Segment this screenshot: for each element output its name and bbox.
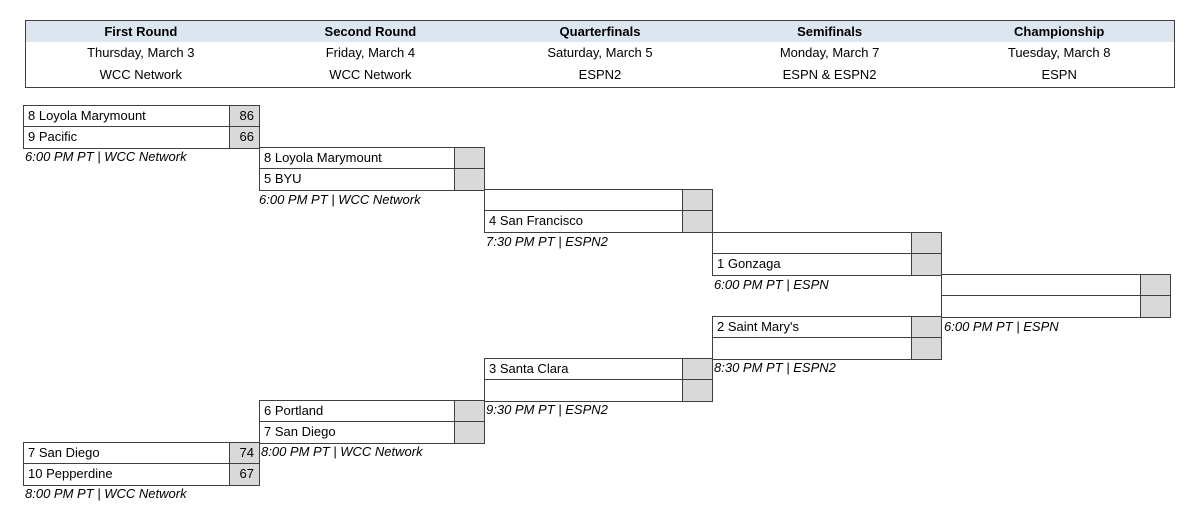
team-score: 67 bbox=[229, 464, 259, 485]
team-score: 66 bbox=[229, 127, 259, 148]
table-row[interactable]: 7 San Diego 74 bbox=[24, 443, 259, 464]
round-network: ESPN2 bbox=[485, 64, 715, 86]
bracket-connector bbox=[484, 147, 485, 211]
team-score bbox=[911, 254, 941, 275]
game-info-r1-upper: 6:00 PM PT | WCC Network bbox=[25, 149, 187, 164]
table-row[interactable] bbox=[485, 380, 712, 401]
game-box-qf-lower[interactable]: 3 Santa Clara bbox=[484, 358, 713, 402]
team-score bbox=[1140, 275, 1170, 295]
header-column-quarterfinals: Quarterfinals Saturday, March 5 ESPN2 bbox=[485, 21, 715, 87]
table-row[interactable]: 8 Loyola Marymount 86 bbox=[24, 106, 259, 127]
table-row[interactable]: 8 Loyola Marymount bbox=[260, 148, 484, 169]
table-row[interactable]: 6 Portland bbox=[260, 401, 484, 422]
team-score: 74 bbox=[229, 443, 259, 463]
bracket-connector bbox=[941, 232, 942, 296]
team-score bbox=[911, 338, 941, 359]
game-box-r2-lower[interactable]: 6 Portland 7 San Diego bbox=[259, 400, 485, 444]
team-name: 9 Pacific bbox=[28, 129, 78, 144]
team-name: 8 Loyola Marymount bbox=[28, 108, 146, 123]
round-network: ESPN & ESPN2 bbox=[714, 64, 945, 86]
team-score bbox=[682, 211, 712, 232]
round-date: Thursday, March 3 bbox=[26, 42, 256, 64]
team-name: 7 San Diego bbox=[264, 424, 336, 439]
team-score bbox=[454, 422, 484, 443]
team-name bbox=[713, 233, 911, 253]
header-column-first-round: First Round Thursday, March 3 WCC Networ… bbox=[26, 21, 256, 87]
round-label: Championship bbox=[944, 21, 1174, 42]
table-row[interactable] bbox=[942, 275, 1170, 296]
bracket-connector bbox=[259, 105, 260, 159]
team-score bbox=[911, 317, 941, 337]
team-name: 6 Portland bbox=[264, 403, 324, 418]
table-row[interactable]: 2 Saint Mary's bbox=[713, 317, 941, 338]
game-box-r2-upper[interactable]: 8 Loyola Marymount 5 BYU bbox=[259, 147, 485, 191]
game-info-championship: 6:00 PM PT | ESPN bbox=[944, 319, 1059, 334]
game-info-sf-lower: 8:30 PM PT | ESPN2 bbox=[714, 360, 836, 375]
team-score bbox=[454, 148, 484, 168]
table-row[interactable]: 10 Pepperdine 67 bbox=[24, 464, 259, 485]
header-column-semifinals: Semifinals Monday, March 7 ESPN & ESPN2 bbox=[714, 21, 945, 87]
table-row[interactable]: 5 BYU bbox=[260, 169, 484, 190]
team-name bbox=[942, 296, 1140, 317]
game-box-championship[interactable] bbox=[941, 274, 1171, 318]
team-name bbox=[485, 190, 682, 210]
team-score: 86 bbox=[229, 106, 259, 126]
team-score bbox=[454, 169, 484, 190]
round-date: Tuesday, March 8 bbox=[944, 42, 1174, 64]
table-row[interactable] bbox=[942, 296, 1170, 317]
round-label: First Round bbox=[26, 21, 256, 42]
team-name: 3 Santa Clara bbox=[489, 361, 569, 376]
game-info-qf-lower: 9:30 PM PT | ESPN2 bbox=[486, 402, 608, 417]
table-row[interactable] bbox=[713, 233, 941, 254]
game-box-qf-upper[interactable]: 4 San Francisco bbox=[484, 189, 713, 233]
team-name bbox=[713, 338, 911, 359]
round-label: Quarterfinals bbox=[485, 21, 715, 42]
round-network: WCC Network bbox=[26, 64, 256, 86]
game-info-r1-lower: 8:00 PM PT | WCC Network bbox=[25, 486, 187, 501]
game-info-sf-upper: 6:00 PM PT | ESPN bbox=[714, 277, 829, 292]
team-name bbox=[485, 380, 682, 401]
game-info-r2-lower: 8:00 PM PT | WCC Network bbox=[261, 444, 423, 459]
team-score bbox=[682, 190, 712, 210]
team-name: 4 San Francisco bbox=[489, 213, 583, 228]
table-row[interactable] bbox=[485, 190, 712, 211]
round-label: Semifinals bbox=[714, 21, 945, 42]
round-label: Second Round bbox=[255, 21, 486, 42]
table-row[interactable]: 4 San Francisco bbox=[485, 211, 712, 232]
header-column-championship: Championship Tuesday, March 8 ESPN bbox=[944, 21, 1174, 87]
team-name bbox=[942, 275, 1140, 295]
table-row[interactable]: 3 Santa Clara bbox=[485, 359, 712, 380]
team-score bbox=[1140, 296, 1170, 317]
team-name: 10 Pepperdine bbox=[28, 466, 113, 481]
table-row[interactable]: 1 Gonzaga bbox=[713, 254, 941, 275]
table-row[interactable]: 9 Pacific 66 bbox=[24, 127, 259, 148]
round-date: Saturday, March 5 bbox=[485, 42, 715, 64]
team-name: 2 Saint Mary's bbox=[717, 319, 799, 334]
team-name: 1 Gonzaga bbox=[717, 256, 781, 271]
round-date: Friday, March 4 bbox=[255, 42, 486, 64]
team-score bbox=[454, 401, 484, 421]
game-info-r2-upper: 6:00 PM PT | WCC Network bbox=[259, 192, 421, 207]
team-name: 8 Loyola Marymount bbox=[264, 150, 382, 165]
game-box-sf-lower[interactable]: 2 Saint Mary's bbox=[712, 316, 942, 360]
game-box-r1-upper[interactable]: 8 Loyola Marymount 86 9 Pacific 66 bbox=[23, 105, 260, 149]
table-row[interactable]: 7 San Diego bbox=[260, 422, 484, 443]
table-row[interactable] bbox=[713, 338, 941, 359]
team-score bbox=[682, 380, 712, 401]
header-column-second-round: Second Round Friday, March 4 WCC Network bbox=[255, 21, 486, 87]
bracket-connector bbox=[712, 189, 713, 254]
team-name: 5 BYU bbox=[264, 171, 302, 186]
round-network: WCC Network bbox=[255, 64, 486, 86]
game-box-r1-lower[interactable]: 7 San Diego 74 10 Pepperdine 67 bbox=[23, 442, 260, 486]
round-network: ESPN bbox=[944, 64, 1174, 86]
team-score bbox=[682, 359, 712, 379]
round-date: Monday, March 7 bbox=[714, 42, 945, 64]
team-score bbox=[911, 233, 941, 253]
team-name: 7 San Diego bbox=[28, 445, 100, 460]
game-info-qf-upper: 7:30 PM PT | ESPN2 bbox=[486, 234, 608, 249]
round-header-table: First Round Thursday, March 3 WCC Networ… bbox=[25, 20, 1175, 88]
game-box-sf-upper[interactable]: 1 Gonzaga bbox=[712, 232, 942, 276]
